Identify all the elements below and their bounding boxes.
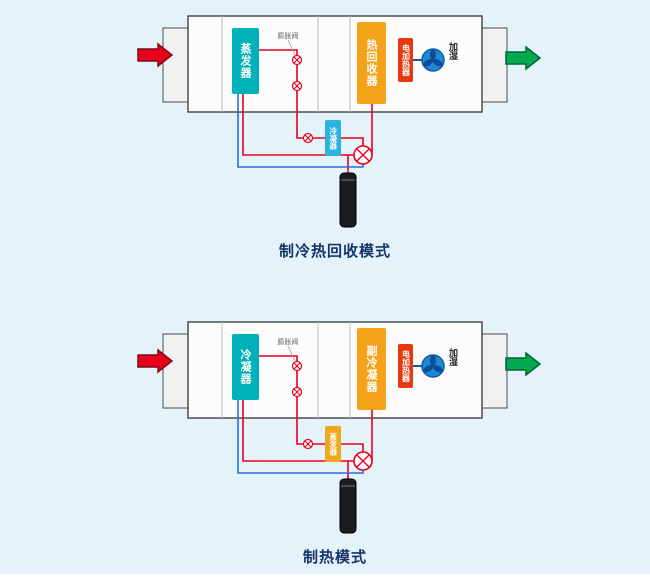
small-coil-box: 蒸发器 — [325, 426, 341, 462]
humidifier-text: 加湿 — [447, 348, 457, 366]
bottom-strip — [0, 574, 650, 586]
electric-heater-box: 电加热器 — [398, 38, 413, 82]
small-coil-box: 冷凝器 — [325, 120, 341, 156]
expansion-valve-label: 膨胀阀 — [277, 338, 299, 346]
small-coil-label: 冷凝器 — [328, 126, 338, 150]
electric-heater-label: 电加热器 — [401, 44, 411, 76]
expansion-valve-label: 膨胀阀 — [277, 32, 299, 40]
humidifier-text: 加湿 — [447, 42, 457, 60]
electric-heater-box: 电加热器 — [398, 344, 413, 388]
duct-coil-box: 冷凝器 — [232, 334, 259, 400]
diagram-cooling-heat-recovery: 蒸发器 热回收器 电加热器 加湿 膨胀阀 冷凝器 制冷热回收模式 — [0, 6, 650, 301]
duct-coil-label: 蒸发器 — [239, 43, 252, 79]
duct-coil-label: 冷凝器 — [239, 349, 252, 385]
humidifier-label: 加湿 — [447, 42, 461, 64]
heat-recovery-coil-box: 热回收器 — [357, 22, 386, 104]
humidifier-label: 加湿 — [447, 348, 461, 370]
diagram-heating: 冷凝器 副冷凝器 电加热器 加湿 膨胀阀 蒸发器 制热模式 — [0, 312, 650, 586]
heat-recovery-coil-label: 热回收器 — [365, 39, 378, 87]
duct-coil-box: 蒸发器 — [232, 28, 259, 94]
mode-caption: 制热模式 — [302, 548, 367, 566]
electric-heater-label: 电加热器 — [401, 350, 411, 382]
small-coil-label: 蒸发器 — [328, 432, 338, 456]
aux-condenser-coil-box: 副冷凝器 — [357, 328, 386, 410]
mode-caption: 制冷热回收模式 — [278, 242, 391, 260]
aux-condenser-coil-label: 副冷凝器 — [365, 345, 378, 393]
